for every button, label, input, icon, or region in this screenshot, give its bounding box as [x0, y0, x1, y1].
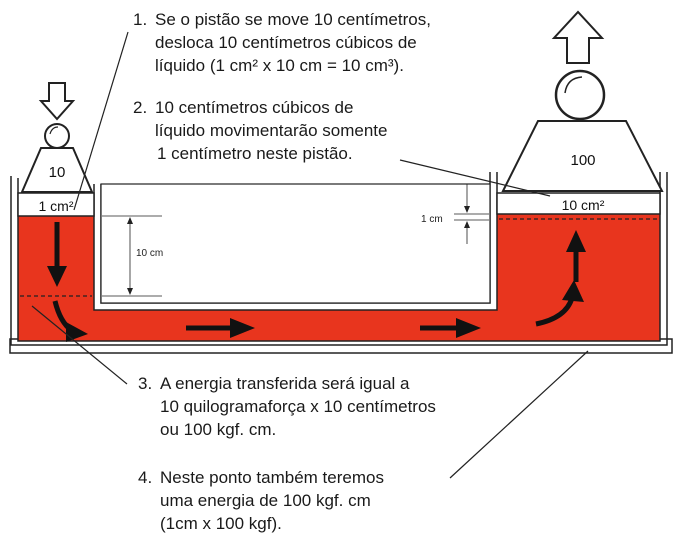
caption-2-line-3: 1 centímetro neste pistão.: [157, 144, 353, 163]
left-stroke-label: 10 cm: [136, 248, 163, 259]
caption-4-line-1: Neste ponto também teremos: [160, 468, 384, 487]
left-stroke-dimension: [102, 215, 162, 297]
caption-4-line-2: uma energia de 100 kgf. cm: [160, 491, 371, 510]
left-weight: [20, 147, 94, 193]
flow-arrow-icon: [186, 318, 255, 338]
right-piston-plate: [496, 192, 661, 215]
left-piston-area-label: 1 cm²: [39, 198, 74, 214]
right-stroke-dimension: [454, 184, 489, 244]
leader-line-3: [31, 305, 128, 385]
container-walls: [10, 172, 668, 346]
caption-3-number: 3.: [138, 374, 153, 393]
caption-3-line-1: A energia transferida será igual a: [160, 374, 410, 393]
flow-arrow-icon: [420, 318, 481, 338]
caption-2-line-1: 10 centímetros cúbicos de: [155, 98, 354, 117]
flow-arrow-icon: [52, 300, 88, 342]
center-partition: [100, 183, 491, 304]
down-arrow-icon: [38, 82, 76, 121]
caption-3: 3. A energia transferida será igual a 10…: [138, 372, 436, 441]
caption-1-line-2: desloca 10 centímetros cúbicos de: [155, 33, 417, 52]
right-weight: [501, 120, 664, 192]
flow-arrow-icon: [535, 280, 584, 327]
ball-icon: [554, 69, 606, 121]
right-piston-area-label: 10 cm²: [562, 197, 605, 213]
caption-4: 4. Neste ponto também teremos uma energi…: [138, 466, 384, 535]
caption-3-line-3: ou 100 kgf. cm.: [160, 420, 277, 439]
caption-2: 2. 10 centímetros cúbicos de líquido mov…: [133, 96, 388, 165]
leader-line-2: [399, 159, 551, 197]
left-weight-label: 10: [49, 164, 66, 181]
up-arrow-icon: [551, 10, 605, 64]
right-stroke-label: 1 cm: [421, 214, 443, 225]
right-weight-label: 100: [570, 152, 595, 169]
caption-4-line-3: (1cm x 100 kgf).: [160, 514, 282, 533]
leader-line-1: [73, 31, 129, 211]
caption-3-line-2: 10 quilogramaforça x 10 centímetros: [160, 397, 436, 416]
caption-1-number: 1.: [133, 10, 148, 29]
leader-line-4: [449, 350, 589, 479]
ball-icon: [44, 123, 70, 149]
caption-1-line-1: Se o pistão se move 10 centímetros,: [155, 10, 431, 29]
caption-2-line-2: líquido movimentarão somente: [155, 121, 388, 140]
caption-1: 1. Se o pistão se move 10 centímetros, d…: [133, 8, 431, 77]
caption-2-number: 2.: [133, 98, 148, 117]
flow-arrow-icon: [47, 222, 67, 287]
caption-1-line-3: líquido (1 cm² x 10 cm = 10 cm³).: [155, 56, 404, 75]
flow-arrow-icon: [566, 230, 586, 282]
hydraulic-fluid: [18, 214, 660, 341]
caption-4-number: 4.: [138, 468, 153, 487]
